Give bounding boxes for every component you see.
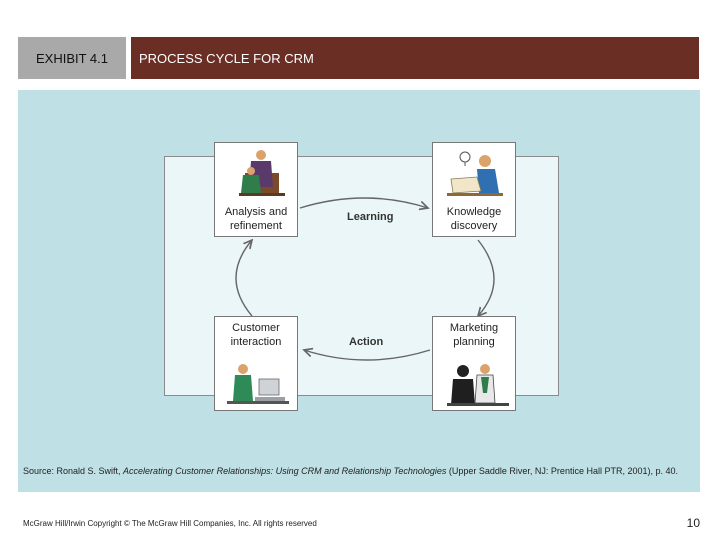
action-arrow (304, 350, 431, 361)
flow-label-learning: Learning (347, 211, 394, 223)
computer-user-icon (227, 364, 289, 404)
thinker-figure-icon (447, 151, 503, 196)
node-knowledge-discovery: Knowledge discovery (432, 142, 516, 237)
planning-team-icon (447, 364, 509, 406)
exhibit-label: EXHIBIT 4.1 (18, 37, 126, 79)
exhibit-number: EXHIBIT 4.1 (35, 50, 108, 66)
source-citation: Source: Ronald S. Swift, Accelerating Cu… (23, 466, 678, 476)
copyright-footer: McGraw Hill/Irwin Copyright © The McGraw… (23, 519, 317, 528)
node-label: Marketing planning (449, 322, 499, 348)
left-up-arrow (235, 240, 252, 317)
node-label: Knowledge discovery (446, 206, 502, 232)
flow-label-action: Action (349, 336, 384, 348)
analyst-figure-icon (239, 150, 285, 196)
right-down-arrow (478, 239, 495, 316)
slide-title-bar: PROCESS CYCLE FOR CRM (131, 37, 699, 79)
slide-title: PROCESS CYCLE FOR CRM (139, 50, 314, 66)
node-customer-interaction: Customer interaction (214, 316, 298, 411)
node-analysis-refinement: Analysis and refinement (214, 142, 298, 237)
node-label: Analysis and refinement (224, 206, 288, 232)
source-book-title: Accelerating Customer Relationships: Usi… (123, 466, 447, 476)
page-number: 10 (686, 516, 700, 530)
node-marketing-planning: Marketing planning (432, 316, 516, 411)
node-label: Customer interaction (230, 322, 282, 348)
learning-arrow (299, 197, 428, 208)
